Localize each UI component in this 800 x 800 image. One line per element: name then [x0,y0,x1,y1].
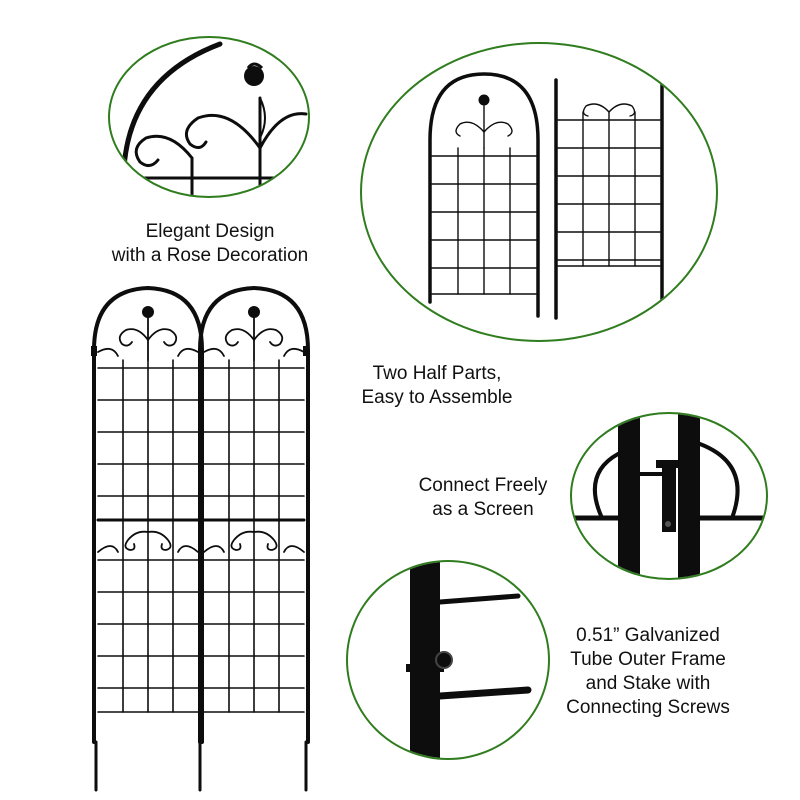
caption-screen-line2: as a Screen [432,499,534,520]
caption-tube-line4: Connecting Screws [566,697,730,718]
rose-detail-callout [108,36,310,198]
connector-detail-icon [572,414,766,578]
tube-screw-callout [346,560,550,760]
caption-parts-line1: Two Half Parts, [372,363,502,384]
caption-connect-freely: Connect Freely as a Screen [408,474,558,522]
rose-detail-icon [118,41,308,196]
caption-tube-line3: and Stake with [585,673,711,694]
caption-parts-line2: Easy to Assemble [361,387,513,408]
caption-design-line1: Elegant Design [145,221,275,242]
caption-tube-line1: 0.51” Galvanized [576,625,720,646]
caption-design-line2: with a Rose Decoration [111,245,309,266]
half-parts-icon [428,72,664,320]
half-parts-callout [360,42,718,342]
tube-screw-icon [406,562,532,758]
caption-two-half-parts: Two Half Parts, Easy to Assemble [352,362,522,410]
caption-tube-line2: Tube Outer Frame [570,649,726,670]
caption-elegant-design: Elegant Design with a Rose Decoration [100,220,320,268]
caption-screen-line1: Connect Freely [418,475,548,496]
connector-detail-callout [570,412,768,580]
caption-galvanized-tube: 0.51” Galvanized Tube Outer Frame and St… [556,624,740,720]
